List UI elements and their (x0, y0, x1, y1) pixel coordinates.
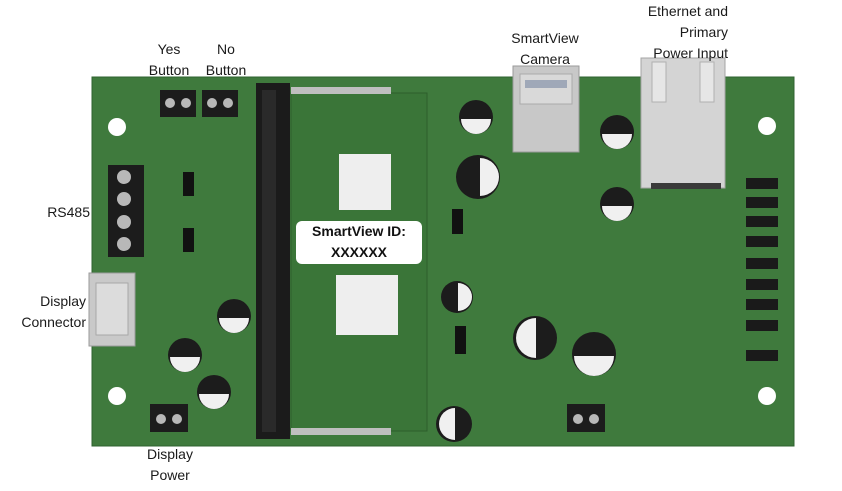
capacitor (436, 406, 472, 442)
mounting-hole (108, 118, 126, 136)
yes-button-terminal (160, 90, 196, 117)
capacitor (459, 100, 493, 134)
module-chip (339, 154, 391, 210)
capacitor (217, 299, 251, 333)
ic-chip (183, 228, 194, 252)
ethernet-jack (640, 57, 726, 189)
component-column (746, 178, 778, 361)
ic-chip (455, 326, 466, 354)
capacitor (572, 332, 616, 376)
terminal-block (567, 404, 605, 432)
module-chip (336, 275, 398, 335)
capacitor (197, 375, 231, 409)
capacitor (600, 115, 634, 149)
display-connector-port (88, 272, 136, 347)
smartview-id-title: SmartView ID: (312, 223, 406, 239)
capacitor (600, 187, 634, 221)
capacitor (441, 281, 473, 313)
no-button-terminal (202, 90, 238, 117)
capacitor (168, 338, 202, 372)
mounting-hole (108, 387, 126, 405)
mounting-hole (758, 117, 776, 135)
mounting-hole (758, 387, 776, 405)
display-power-terminal (150, 404, 188, 432)
rs485-terminal (108, 165, 144, 257)
ic-chip (452, 209, 463, 234)
capacitor (456, 155, 500, 199)
smartview-id-value: XXXXXX (330, 244, 388, 260)
ic-chip (183, 172, 194, 196)
camera-usb-port (512, 65, 580, 153)
capacitor (513, 316, 557, 360)
smartview-id-sticker: SmartView ID: XXXXXX (296, 221, 422, 264)
rs485-label: RS485 (47, 204, 90, 220)
